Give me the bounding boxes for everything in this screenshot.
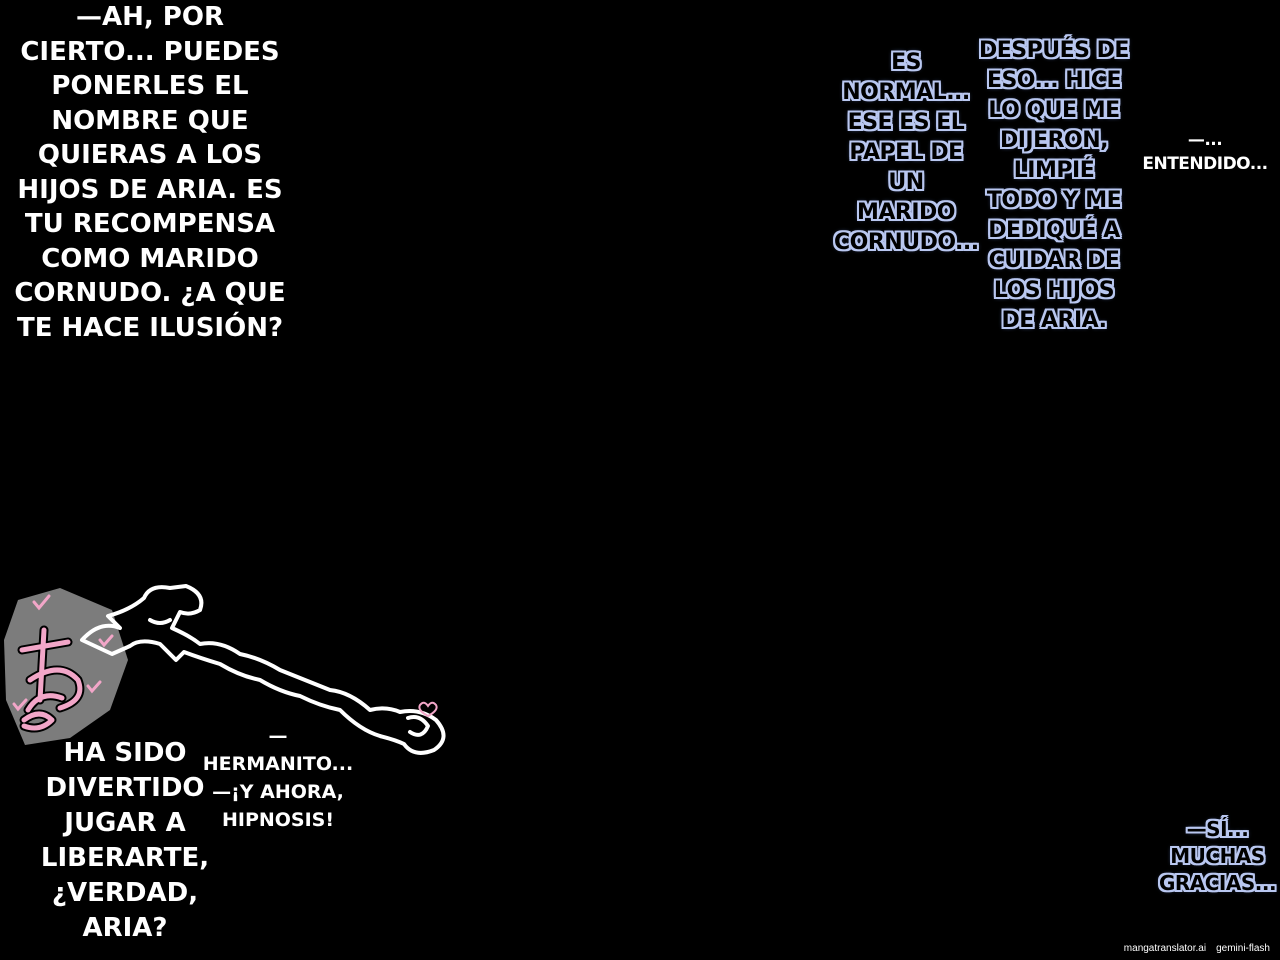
speech-line: marido <box>856 200 956 225</box>
pink-heart-icon <box>418 701 438 718</box>
speech-line: Ese es el <box>847 110 965 135</box>
speech-line: los hijos <box>993 278 1115 303</box>
speech-text-si-muchas: —Sí... muchas gracias... <box>1155 816 1280 897</box>
speech-line: — <box>268 725 288 747</box>
speech-line: cierto... Puedes <box>20 36 280 67</box>
speech-line: Después de <box>979 38 1129 63</box>
speech-line: muchas <box>1170 844 1265 868</box>
speech-line: dediqué a <box>988 218 1120 243</box>
speech-line: liberarte, <box>40 843 210 873</box>
decorative-drawing <box>4 584 446 755</box>
speech-line: de Aria. <box>1001 308 1107 333</box>
speech-line: todo y me <box>986 188 1122 213</box>
white-tail-shape <box>80 584 446 755</box>
speech-line: Entendido... <box>1142 154 1268 174</box>
speech-line: cornudo. ¿A que <box>14 278 286 308</box>
speech-line: un <box>888 170 924 195</box>
pink-tick-marks <box>12 594 114 712</box>
speech-line: Aria? <box>82 913 168 943</box>
speech-line: ponerles el <box>51 71 249 101</box>
speech-text-top-left: —Ah, por cierto... Puedes ponerles el nombr… <box>0 0 300 345</box>
speech-line: Hermanito... <box>202 753 354 775</box>
speech-line: ¿verdad, <box>51 878 199 908</box>
speech-line: gracias... <box>1158 871 1277 895</box>
speech-line: cuidar de <box>988 248 1120 273</box>
speech-line: —... <box>1187 130 1223 150</box>
speech-line: hipnosis! <box>221 809 335 831</box>
speech-line: cornudo... <box>834 230 979 255</box>
speech-line: tu recompensa <box>24 209 276 239</box>
speech-line: —Ah, por <box>76 2 224 32</box>
speech-line: dijeron, <box>999 128 1109 153</box>
speech-line: jugar a <box>64 808 186 838</box>
speech-line: quieras a los <box>37 140 263 170</box>
speech-line: Ha sido <box>63 738 187 768</box>
speech-line: —Sí... <box>1186 817 1249 841</box>
speech-line: Es <box>891 50 921 75</box>
speech-text-ha-sido: Ha sido divertido jugar a liberarte, ¿verdad… <box>40 736 210 946</box>
translator-credits: mangatranslator.ai gemini-flash <box>1114 943 1270 954</box>
credits-site: mangatranslator.ai <box>1123 943 1207 954</box>
credits-model: gemini-flash <box>1216 943 1270 954</box>
speech-text-entendido: —... Entendido... <box>1130 128 1280 176</box>
speech-text-hermanito: — Hermanito... —¡Y ahora, hipnosis! <box>196 722 360 834</box>
speech-line: hijos de Aria. Es <box>17 174 283 205</box>
speech-line: te hace ilusión? <box>16 312 284 343</box>
speech-line: papel de <box>849 140 963 165</box>
speech-line: eso... Hice <box>986 68 1122 93</box>
speech-line: limpié <box>1013 158 1095 183</box>
speech-text-despues: Después de eso... Hice lo que me dijeron, li… <box>968 36 1140 336</box>
speech-line: nombre que <box>51 105 249 136</box>
speech-text-es-normal: Es normal... Ese es el papel de un marido corn… <box>834 48 979 258</box>
speech-line: normal... <box>842 80 970 105</box>
speech-line: lo que me <box>988 98 1120 123</box>
speech-line: —¡Y ahora, <box>212 781 344 803</box>
speech-line: divertido <box>45 773 205 803</box>
speech-line: como marido <box>41 243 259 274</box>
